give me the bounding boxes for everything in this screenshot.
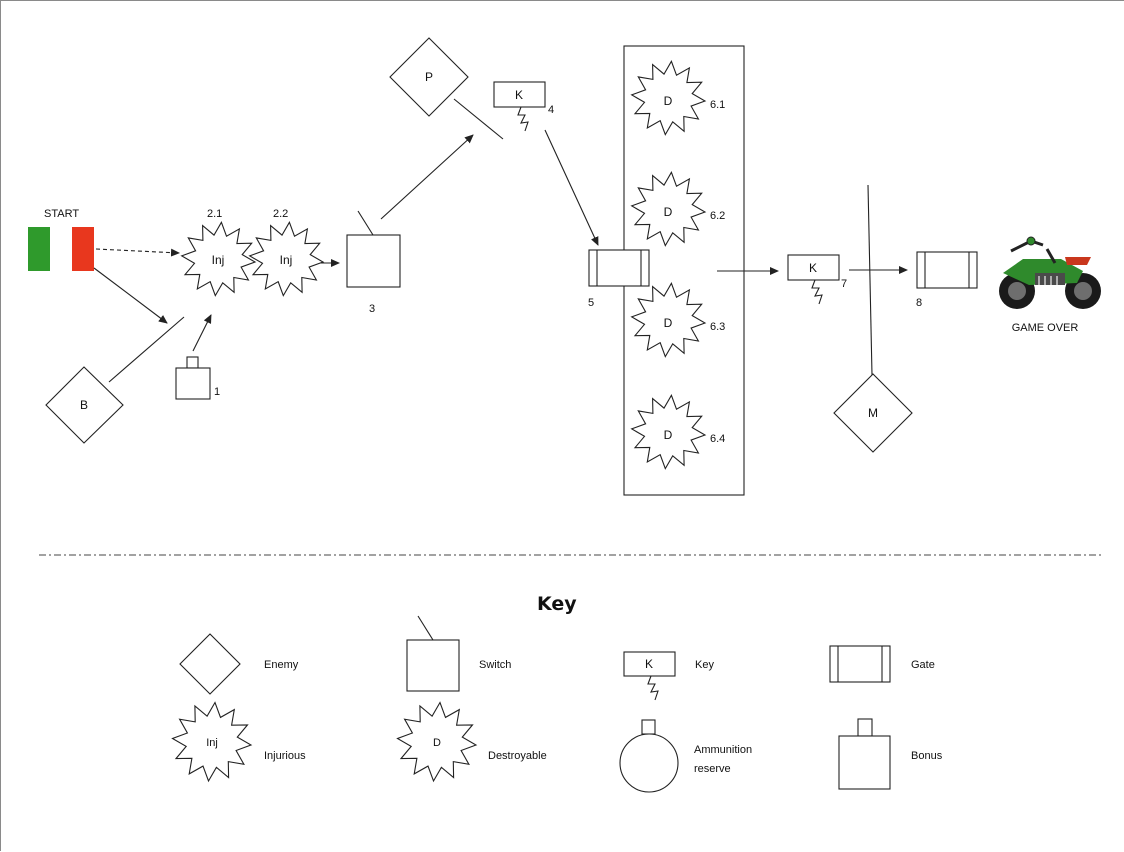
legend-destroyable-label: Destroyable bbox=[488, 750, 547, 762]
legend-gate-icon bbox=[830, 646, 890, 682]
legend-injurious-symbol: Inj bbox=[206, 737, 218, 749]
gate-8: 8 bbox=[916, 252, 977, 309]
destroyable-6-3-number: 6.3 bbox=[710, 321, 725, 333]
enemy-b-diamond: B bbox=[46, 367, 123, 443]
switch-3: 3 bbox=[347, 211, 400, 315]
key-4-to-gate-5-arrow bbox=[545, 130, 598, 245]
legend-ammunition: Ammunition reserve bbox=[620, 720, 752, 792]
key-7-number: 7 bbox=[841, 278, 847, 290]
legend-key-label: Key bbox=[695, 659, 714, 671]
destroyable-6-1-number: 6.1 bbox=[710, 99, 725, 111]
switch-to-enemy-p-arrow bbox=[381, 135, 473, 219]
legend-ammunition-label-line2: reserve bbox=[694, 763, 731, 775]
key-7: K 7 bbox=[788, 255, 847, 304]
injurious-2-2-number: 2.2 bbox=[273, 208, 288, 220]
start-to-enemy-b-arrow bbox=[94, 268, 167, 323]
legend-key: K Key bbox=[624, 652, 714, 700]
legend-gate-label: Gate bbox=[911, 659, 935, 671]
key-4: K 4 bbox=[494, 82, 554, 131]
legend-switch-box-icon bbox=[407, 640, 459, 691]
enemy-b-block-line bbox=[109, 317, 184, 382]
legend-bonus-label: Bonus bbox=[911, 750, 943, 762]
destroyable-6-1: D 6.1 bbox=[632, 61, 726, 134]
destroyable-6-2: D 6.2 bbox=[632, 172, 726, 245]
destroyable-6-3: D 6.3 bbox=[632, 283, 726, 356]
legend-injurious: Inj Injurious bbox=[173, 703, 307, 782]
legend-bonus-box-icon bbox=[839, 736, 890, 789]
destroyable-6-2-label: D bbox=[664, 205, 673, 219]
legend-gate: Gate bbox=[830, 646, 935, 682]
motorcycle-icon: GAME OVER bbox=[999, 237, 1101, 334]
key-4-number: 4 bbox=[548, 104, 554, 116]
switch-3-number: 3 bbox=[369, 303, 375, 315]
enemy-m-block-line bbox=[868, 185, 872, 375]
legend-switch-label: Switch bbox=[479, 659, 511, 671]
legend-switch: Switch bbox=[407, 616, 511, 691]
key-7-label: K bbox=[809, 261, 817, 275]
key-title: Key bbox=[537, 593, 577, 615]
legend-enemy-diamond-icon bbox=[180, 634, 240, 694]
start-green-block bbox=[28, 227, 50, 271]
destroyable-6-4-number: 6.4 bbox=[710, 433, 725, 445]
key-4-label: K bbox=[515, 88, 523, 102]
enemy-b-label: B bbox=[80, 398, 88, 412]
legend-enemy-label: Enemy bbox=[264, 659, 299, 671]
injurious-2-1: Inj 2.1 bbox=[182, 208, 255, 296]
injurious-2-2-label: Inj bbox=[280, 253, 293, 267]
injurious-2-2: Inj 2.2 bbox=[250, 208, 323, 296]
destroyable-6-4-label: D bbox=[664, 428, 673, 442]
bonus-to-injurious-arrow bbox=[193, 315, 211, 351]
injurious-2-1-label: Inj bbox=[212, 253, 225, 267]
legend-injurious-label: Injurious bbox=[264, 750, 306, 762]
destroyable-6-1-label: D bbox=[664, 94, 673, 108]
bonus-1: 1 bbox=[176, 357, 220, 399]
enemy-m-diamond: M bbox=[834, 374, 912, 452]
bonus-1-number: 1 bbox=[214, 386, 220, 398]
game-over-label: GAME OVER bbox=[1012, 322, 1079, 334]
destroyable-6-4: D 6.4 bbox=[632, 395, 726, 468]
start-label: START bbox=[44, 208, 79, 220]
destroyable-6-2-number: 6.2 bbox=[710, 210, 725, 222]
legend-enemy: Enemy bbox=[180, 634, 299, 694]
legend-key-symbol: K bbox=[645, 657, 653, 671]
gate-5-number: 5 bbox=[588, 297, 594, 309]
legend-destroyable: D Destroyable bbox=[398, 703, 547, 782]
enemy-p-diamond: P bbox=[390, 38, 468, 116]
injurious-2-1-number: 2.1 bbox=[207, 208, 222, 220]
legend-ammunition-label-line1: Ammunition bbox=[694, 744, 752, 756]
enemy-m-label: M bbox=[868, 406, 878, 420]
destroyable-6-3-label: D bbox=[664, 316, 673, 330]
legend-destroyable-symbol: D bbox=[433, 737, 441, 749]
legend-ammunition-circle-icon bbox=[620, 734, 678, 792]
legend-bonus: Bonus bbox=[839, 719, 943, 789]
gate-8-number: 8 bbox=[916, 297, 922, 309]
start-to-injurious-dashed-arrow bbox=[96, 249, 179, 253]
enemy-p-label: P bbox=[425, 70, 433, 84]
start-red-block bbox=[72, 227, 94, 271]
